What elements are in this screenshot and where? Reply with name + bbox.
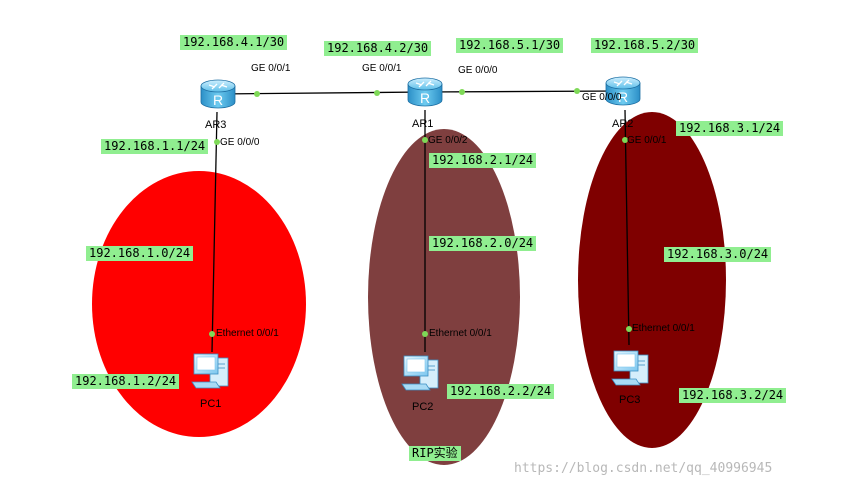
port-dot-icon: [574, 88, 580, 94]
link-ar3-ar1: [217, 91, 426, 95]
network-area-1: [92, 171, 306, 437]
router-letter: R: [213, 92, 223, 108]
watermark: https://blog.csdn.net/qq_40996945: [514, 461, 773, 476]
router-ar1-icon[interactable]: R: [407, 77, 443, 107]
diagram-caption: RIP实验: [409, 446, 461, 461]
port-dot-icon: [622, 137, 628, 143]
pc1-icon[interactable]: [191, 353, 229, 389]
port-dot-icon: [254, 91, 260, 97]
pc2-port-ethernet: Ethernet 0/0/1: [429, 328, 492, 339]
port-dot-icon: [374, 90, 380, 96]
ar1-port-ge001: GE 0/0/1: [362, 63, 402, 74]
device-label-ar2: AR2: [612, 118, 634, 130]
port-dot-icon: [422, 331, 428, 337]
link-ar1-ar2: [424, 90, 623, 93]
ar1-port-ge002: GE 0/0/2: [428, 135, 468, 146]
pc2-icon[interactable]: [401, 355, 439, 391]
router-letter: R: [618, 89, 628, 105]
pc3-address: 192.168.3.2/24: [679, 388, 787, 403]
network-3-address: 192.168.3.0/24: [664, 247, 772, 262]
pc3-port-ethernet: Ethernet 0/0/1: [632, 323, 695, 334]
network-1-address: 192.168.1.0/24: [86, 246, 194, 261]
network-area-2: [368, 129, 520, 465]
ar3-port-ge000: GE 0/0/0: [220, 137, 260, 148]
port-dot-icon: [209, 331, 215, 337]
ar1-wan-right-address: 192.168.5.1/30: [456, 38, 564, 53]
port-dot-icon: [626, 326, 632, 332]
device-label-pc1: PC1: [200, 398, 222, 410]
ar1-port-ge000: GE 0/0/0: [458, 65, 498, 76]
ar3-port-ge001: GE 0/0/1: [251, 63, 291, 74]
ar2-lan-address: 192.168.3.1/24: [676, 121, 784, 136]
link-ar2-pc3: [624, 109, 630, 346]
pc2-address: 192.168.2.2/24: [447, 384, 555, 399]
ar3-wan-address: 192.168.4.1/30: [180, 35, 288, 50]
router-ar3-icon[interactable]: R: [200, 79, 236, 109]
port-dot-icon: [422, 137, 428, 143]
ar2-port-ge001: GE 0/0/1: [627, 135, 667, 146]
ar2-port-ge000-wan: GE 0/0/0: [582, 92, 622, 103]
ar1-wan-left-address: 192.168.4.2/30: [324, 41, 432, 56]
port-dot-icon: [459, 89, 465, 95]
ar3-lan-address: 192.168.1.1/24: [101, 139, 209, 154]
pc1-address: 192.168.1.2/24: [72, 374, 180, 389]
device-label-pc3: PC3: [619, 394, 641, 406]
pc3-icon[interactable]: [611, 350, 649, 386]
port-dot-icon: [214, 139, 220, 145]
ar2-wan-address: 192.168.5.2/30: [591, 38, 699, 53]
pc1-port-ethernet: Ethernet 0/0/1: [216, 328, 279, 339]
link-ar3-pc1: [211, 111, 218, 353]
device-label-pc2: PC2: [412, 401, 434, 413]
device-label-ar3: AR3: [205, 119, 227, 131]
router-letter: R: [420, 90, 430, 106]
device-label-ar1: AR1: [412, 118, 434, 130]
network-2-address: 192.168.2.0/24: [429, 236, 537, 251]
router-ar2-icon[interactable]: R: [605, 76, 641, 106]
ar1-lan-address: 192.168.2.1/24: [429, 153, 537, 168]
